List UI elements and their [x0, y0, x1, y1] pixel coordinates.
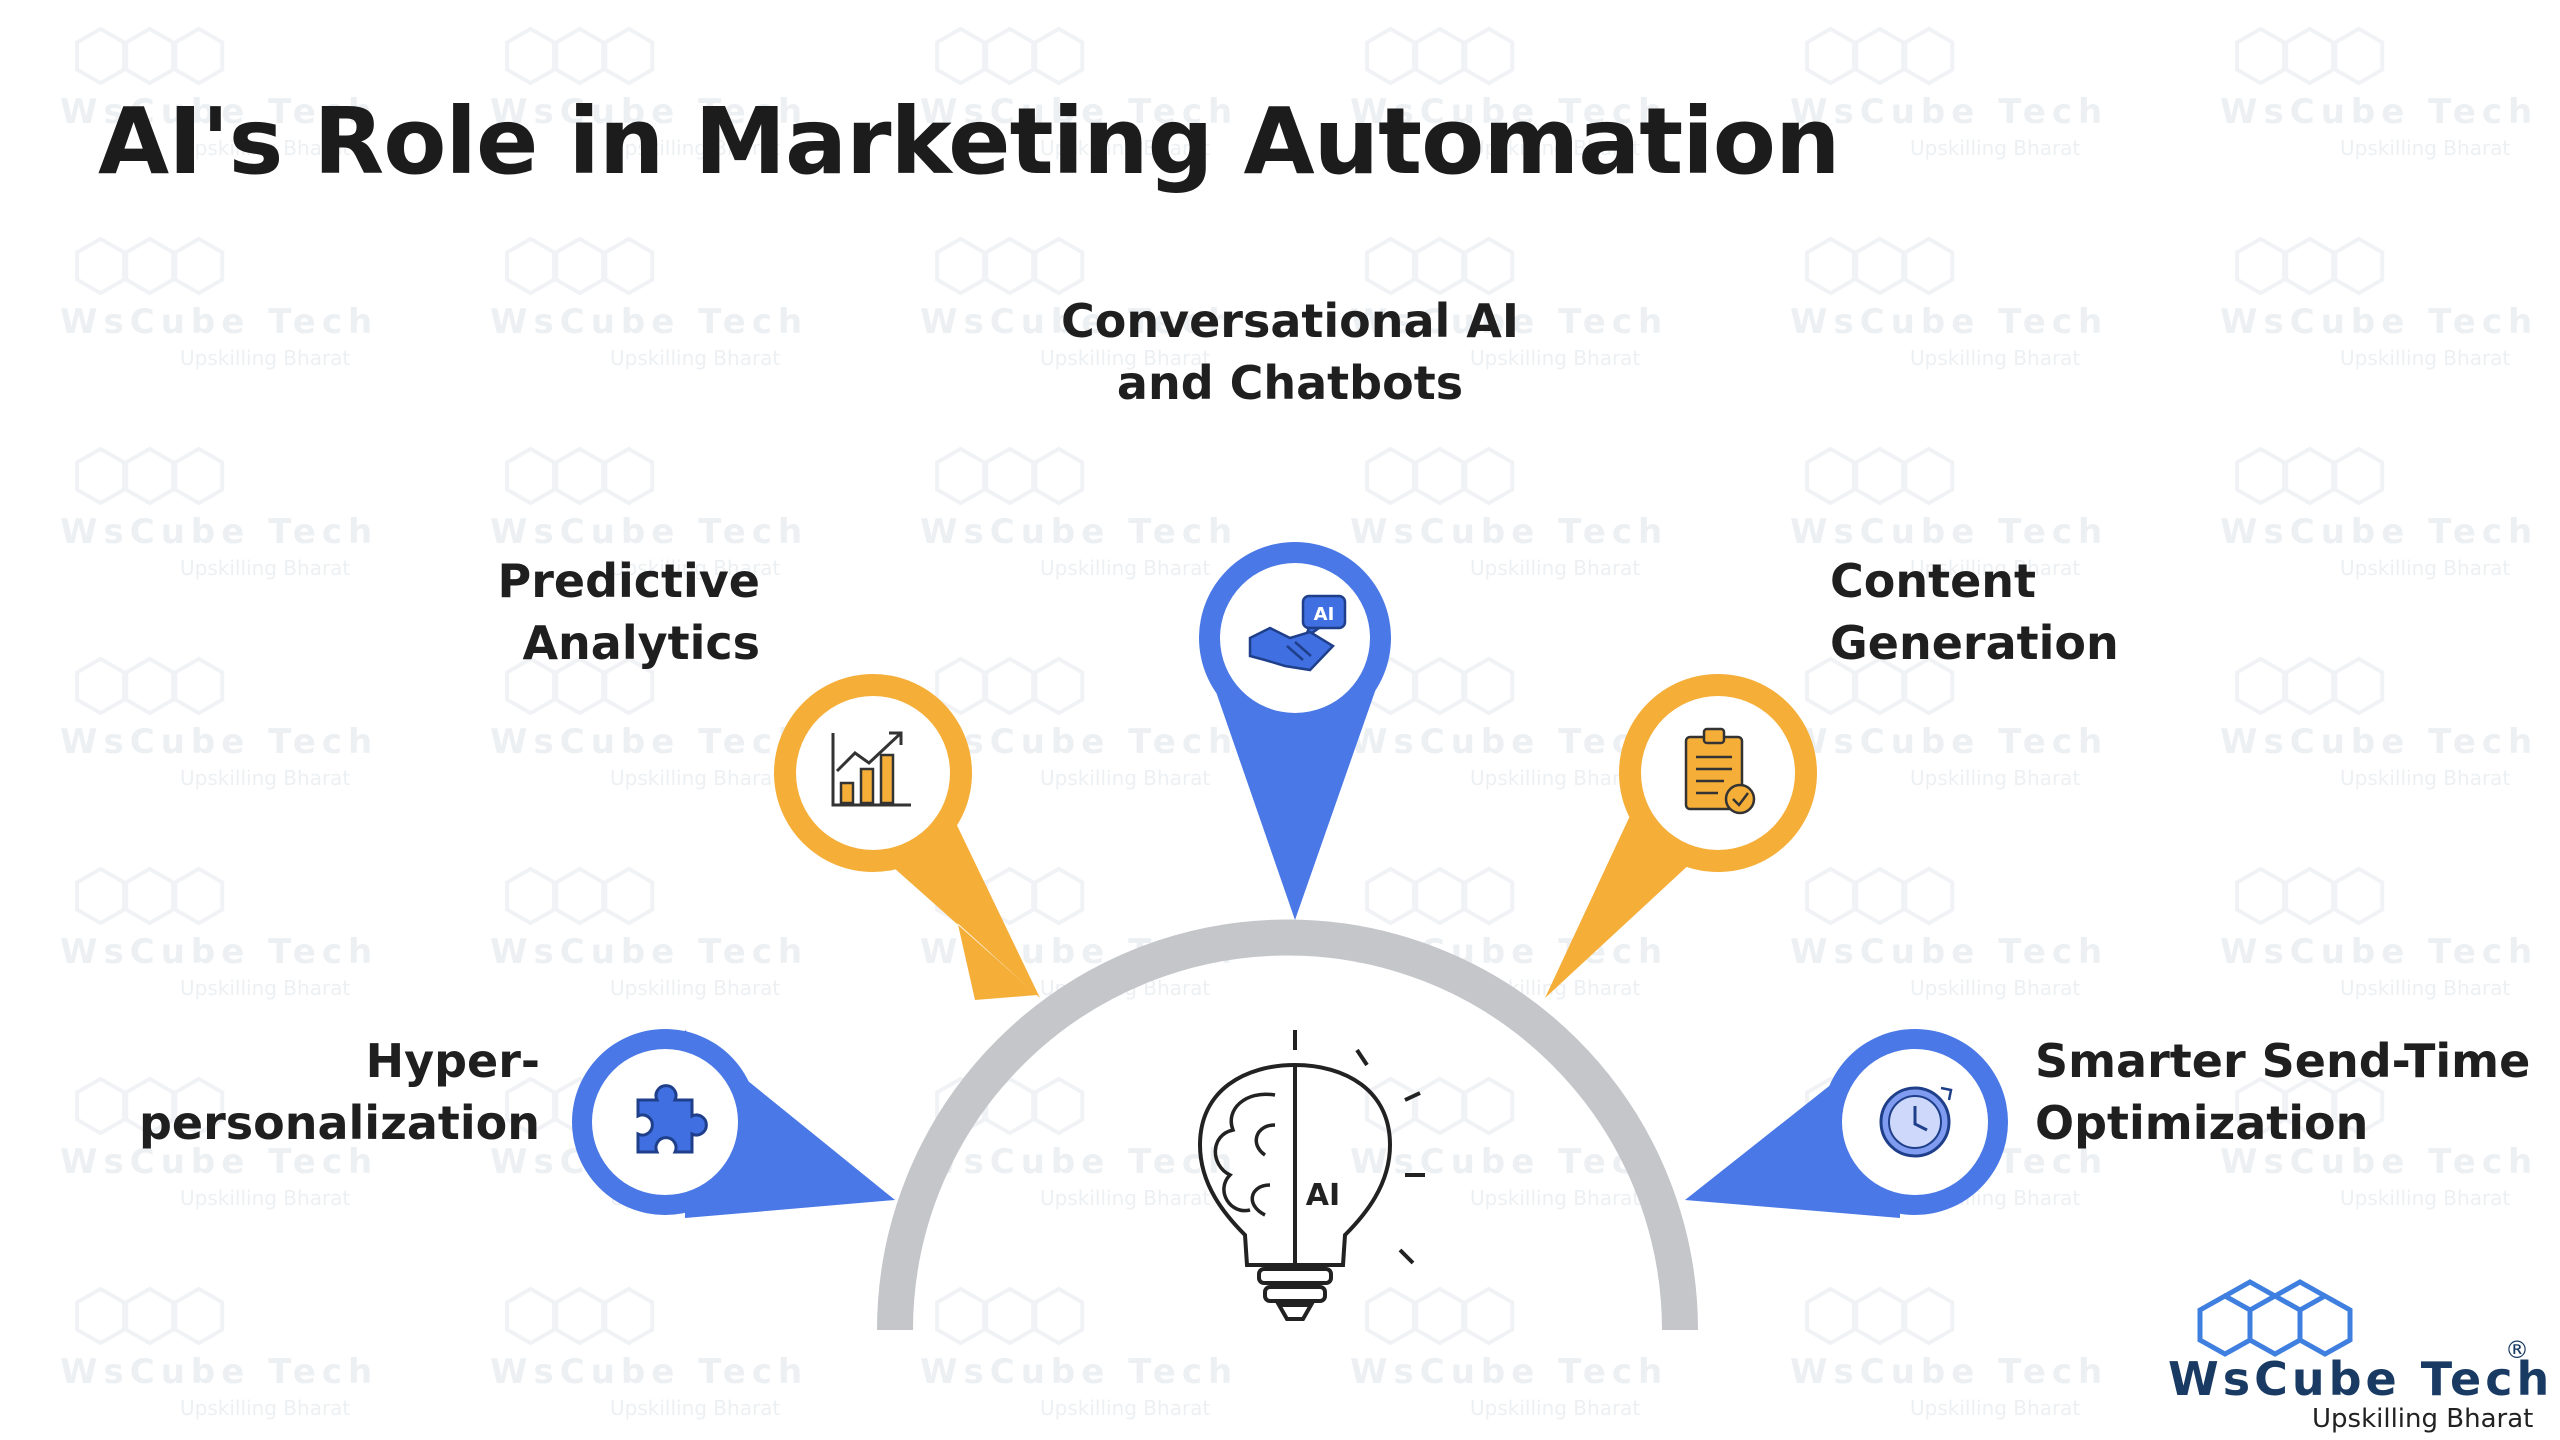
clock-icon [1879, 1086, 1953, 1158]
label-line: Smarter Send-Time [2035, 1034, 2531, 1088]
hub-ai-label: AI [1306, 1178, 1340, 1213]
pin-predictive-analytics [774, 674, 1040, 1000]
label-line: and Chatbots [1116, 356, 1464, 410]
label-line: Analytics [522, 616, 760, 670]
label-line: Predictive [497, 554, 760, 608]
pin-conversational-ai: AI [1199, 542, 1391, 920]
label-line: Generation [1830, 616, 2119, 670]
puzzle-icon [636, 1084, 708, 1154]
label-send-time-optimization: Smarter Send-Time Optimization [2035, 1030, 2535, 1154]
label-predictive-analytics: Predictive Analytics [440, 550, 760, 674]
hub-arc [877, 919, 1698, 1331]
label-line: Hyper- [365, 1034, 540, 1088]
logo-hex-icon [2197, 1279, 2353, 1357]
clipboard-check-icon [1684, 727, 1756, 815]
bar-chart-icon [831, 731, 911, 807]
handshake-ai-icon: AI [1248, 594, 1347, 672]
pin-content-generation [1545, 674, 1817, 998]
pin-send-time-optimization [1685, 1029, 2008, 1218]
page-title: AI's Role in Marketing Automation [98, 88, 1841, 195]
brain-lightbulb-icon: AI [1197, 1030, 1425, 1321]
logo-tagline: Upskilling Bharat [2312, 1404, 2534, 1434]
label-line: personalization [138, 1096, 540, 1150]
label-conversational-ai: Conversational AI and Chatbots [1050, 290, 1530, 414]
label-hyper-personalization: Hyper- personalization [110, 1030, 540, 1154]
brand-logo: WsCube Tech ® Upskilling Bharat [2150, 1270, 2549, 1434]
logo-brand: WsCube Tech [2168, 1352, 2554, 1406]
label-line: Conversational AI [1060, 294, 1520, 348]
handshake-ai-icon-text: AI [1314, 604, 1335, 625]
logo-registered-mark: ® [2505, 1336, 2529, 1364]
label-line: Content [1830, 554, 2037, 608]
label-content-generation: Content Generation [1830, 550, 2150, 674]
pin-hyper-personalization [572, 1029, 895, 1218]
label-line: Optimization [2035, 1096, 2369, 1150]
